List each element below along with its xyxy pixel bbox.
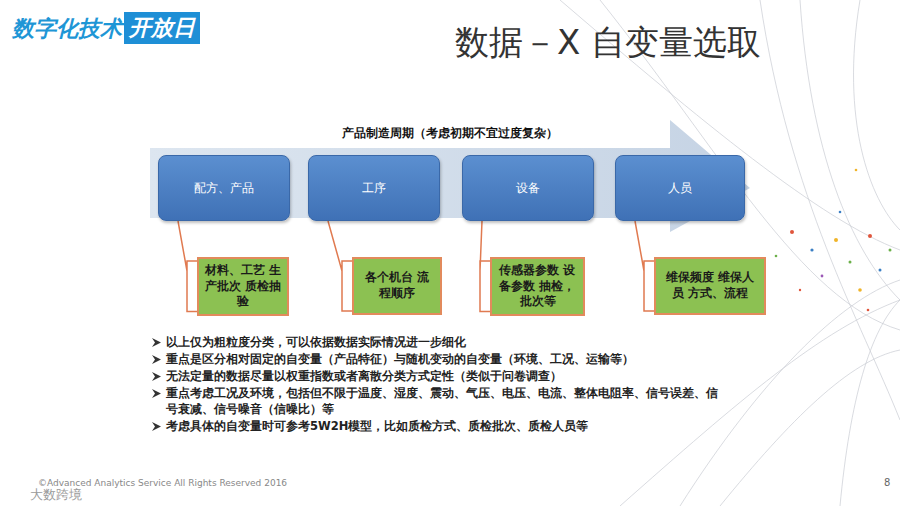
logo-text: 数字化技术 bbox=[12, 14, 122, 44]
bullet-note: 考虑具体的自变量时可参考5W2H模型，比如质检方式、质检批次、质检人员等 bbox=[166, 418, 726, 434]
callout-bracket bbox=[480, 221, 490, 312]
watermark: 大数跨境 bbox=[30, 486, 82, 504]
stage-box: 设备 bbox=[462, 155, 594, 221]
bullet-note: 无法定量的数据尽量以权重指数或者离散分类方式定性（类似于问卷调查） bbox=[166, 368, 726, 384]
bullet-arrow bbox=[152, 389, 161, 398]
callout-bracket bbox=[328, 221, 352, 311]
stage-box: 人员 bbox=[615, 155, 745, 221]
bullet-note: 重点考虑工况及环境，包括但不限于温度、湿度、震动、气压、电压、电流、整体电阻率、… bbox=[166, 385, 726, 417]
band-label: 产品制造周期（考虑初期不宜过度复杂） bbox=[150, 126, 750, 141]
callout-bracket bbox=[635, 221, 654, 311]
detail-box: 传感器参数 设备参数 抽检，批次等 bbox=[490, 257, 585, 316]
bullet-arrow bbox=[152, 338, 161, 347]
detail-box: 维保频度 维保人员 方式、流程 bbox=[654, 257, 766, 315]
logo-badge: 开放日 bbox=[124, 12, 200, 44]
stage-label: 人员 bbox=[668, 180, 692, 197]
stage-label: 配方、产品 bbox=[194, 180, 254, 197]
detail-label: 材料、工艺 生产批次 质检抽验 bbox=[205, 263, 281, 310]
bullet-note: 重点是区分相对固定的自变量（产品特征）与随机变动的自变量（环境、工况、运输等） bbox=[166, 351, 726, 367]
detail-box: 各个机台 流程顺序 bbox=[352, 257, 442, 315]
stage-box: 配方、产品 bbox=[158, 155, 290, 221]
detail-box: 材料、工艺 生产批次 质检抽验 bbox=[197, 257, 289, 316]
callout-bracket bbox=[178, 221, 197, 312]
stage-label: 设备 bbox=[516, 180, 540, 197]
slide-title: 数据－X 自变量选取 bbox=[455, 20, 761, 66]
bullet-arrow bbox=[152, 355, 161, 364]
footer-copyright: ©Advanced Analytics Service All Rights R… bbox=[38, 478, 287, 488]
detail-label: 传感器参数 设备参数 抽检，批次等 bbox=[498, 263, 577, 310]
stage-label: 工序 bbox=[362, 180, 386, 197]
detail-label: 维保频度 维保人员 方式、流程 bbox=[662, 270, 758, 301]
page-number: 8 bbox=[884, 477, 890, 488]
bullet-arrow bbox=[152, 372, 161, 381]
bullet-note: 以上仅为粗粒度分类，可以依据数据实际情况进一步细化 bbox=[166, 334, 726, 350]
stage-box: 工序 bbox=[308, 155, 440, 221]
detail-label: 各个机台 流程顺序 bbox=[360, 270, 434, 301]
process-band-arrow: 产品制造周期（考虑初期不宜过度复杂） 配方、产品 工序 设备 人员 bbox=[150, 120, 750, 232]
bullet-arrow bbox=[152, 422, 161, 431]
